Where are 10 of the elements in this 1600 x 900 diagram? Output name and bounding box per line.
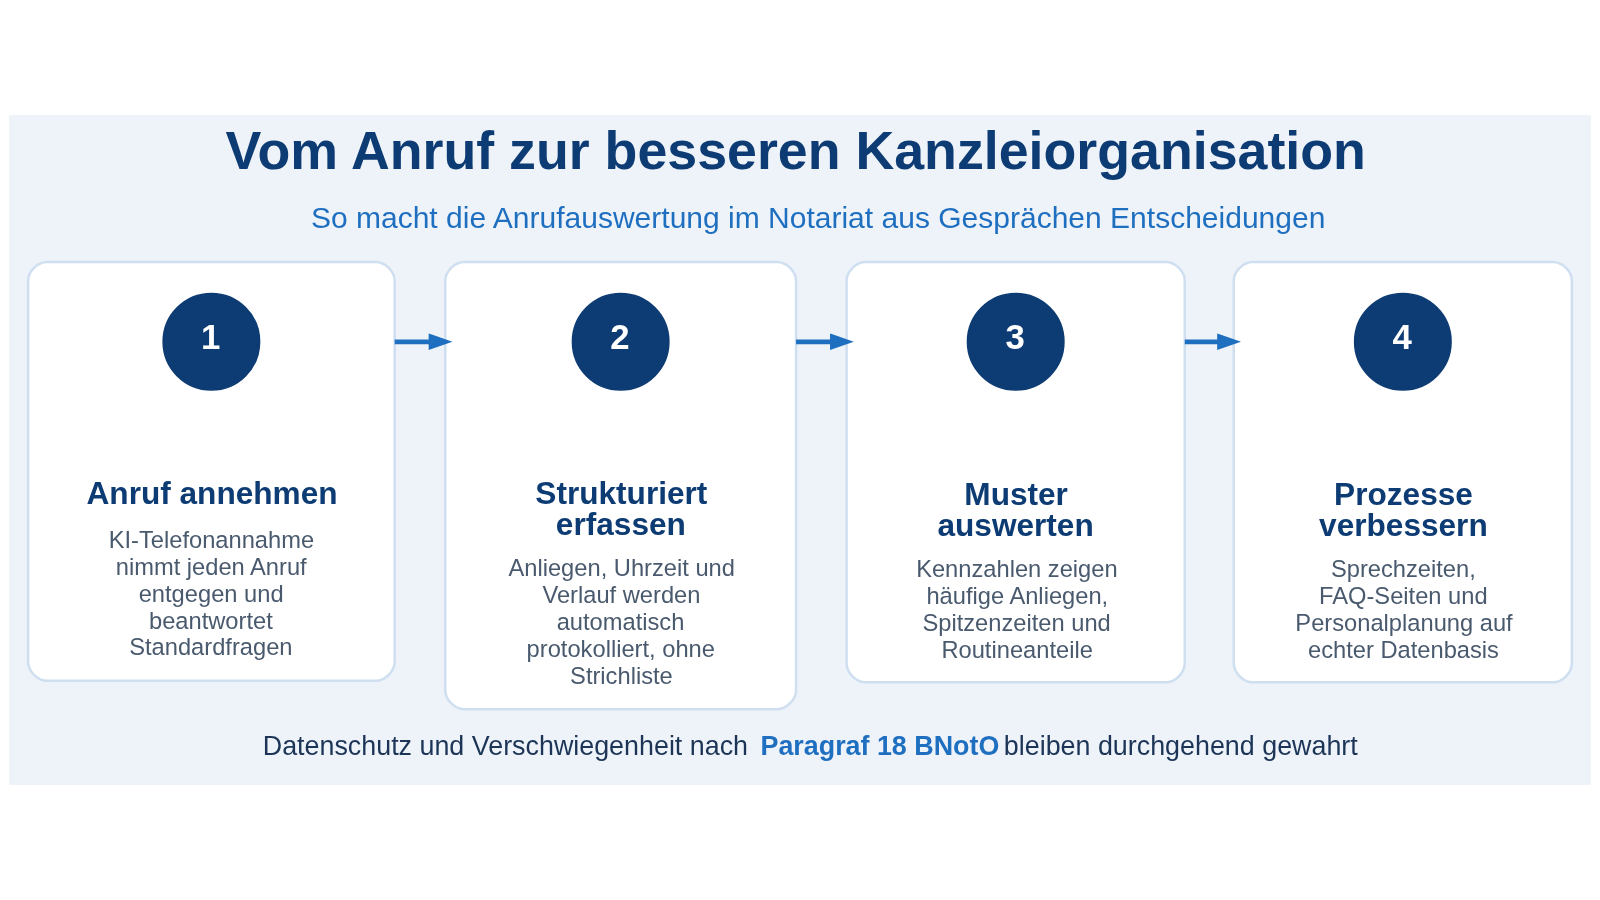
arrow — [1184, 333, 1241, 351]
node-circle: 3 — [966, 292, 1065, 391]
node-circle: 4 — [1353, 292, 1452, 391]
arrow — [394, 333, 453, 351]
diagram-title: Vom Anruf zur besseren Kanzleiorganisation — [225, 120, 1366, 181]
label: So macht die Anrufauswertung im Notariat aus Gesprächen Entscheidungen — [310, 201, 1326, 235]
node-circle: 1 — [162, 292, 261, 391]
node-circle: 2 — [571, 292, 670, 391]
label: Datenschutz und Verschwiegenheit nach Paragraf 18 BNotO bleiben durchgehend gewahrt — [262, 731, 1358, 762]
arrow — [796, 333, 854, 351]
